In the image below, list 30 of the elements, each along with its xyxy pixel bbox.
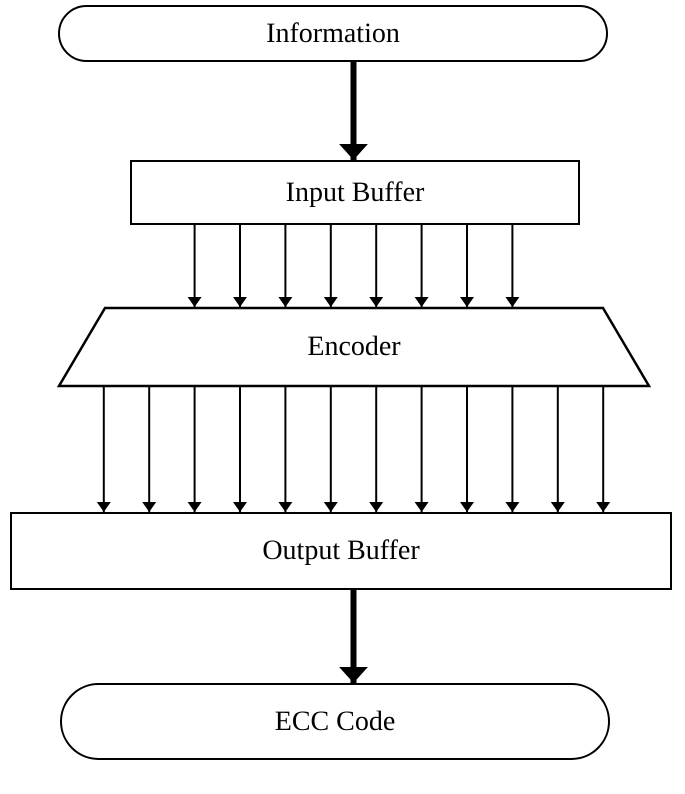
node-label: ECC Code — [274, 706, 396, 738]
arrow — [142, 387, 156, 512]
node-label: Input Buffer — [286, 176, 424, 208]
node-label: Encoder — [307, 331, 401, 363]
arrow — [339, 62, 368, 160]
arrow — [324, 387, 338, 512]
arrow — [233, 387, 247, 512]
node-label: Information — [266, 18, 400, 50]
arrow — [339, 590, 368, 683]
arrow — [96, 387, 111, 512]
arrow — [550, 387, 565, 512]
arrow — [278, 225, 292, 307]
process-box — [10, 512, 672, 590]
arrow — [596, 387, 610, 512]
arrow — [188, 387, 202, 512]
arrow — [460, 225, 474, 307]
node-label: Output Buffer — [262, 535, 420, 567]
arrow — [369, 387, 384, 512]
arrow — [188, 225, 202, 307]
arrow — [460, 387, 474, 512]
process-box — [130, 160, 580, 225]
arrow — [414, 225, 429, 307]
arrow — [505, 387, 520, 512]
arrow — [278, 387, 292, 512]
arrow — [505, 225, 520, 307]
arrow — [369, 225, 384, 307]
arrow — [324, 225, 338, 307]
trapezoid-box — [58, 307, 650, 387]
arrow — [414, 387, 429, 512]
arrow — [233, 225, 247, 307]
